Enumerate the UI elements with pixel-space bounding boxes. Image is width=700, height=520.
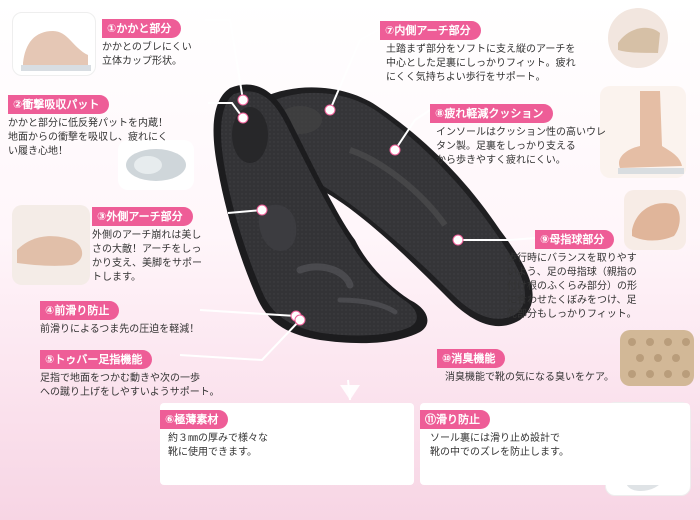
foot-photo bbox=[600, 86, 686, 178]
feature-title-7: ⑦内側アーチ部分 bbox=[380, 21, 481, 40]
feature-title-2: ②衝撃吸収パット bbox=[8, 95, 110, 114]
feature-text-2-line-3: い履き心地！ bbox=[8, 146, 68, 157]
feature-text-9-line-3: 付け根のふくらみ部分）の形 bbox=[507, 281, 637, 292]
feature-text-3-line-2: さの大敵！アーチをしっ bbox=[92, 244, 202, 255]
feature-text-3-line-4: トします。 bbox=[92, 272, 141, 283]
deodorant-texture-photo bbox=[620, 330, 694, 386]
feature-text-9-line-2: いよう、足の母指球（親指の bbox=[507, 267, 637, 278]
heel-photo bbox=[12, 12, 96, 76]
feature-text-1-line-2: 立体カップ形状。 bbox=[102, 56, 182, 67]
feature-title-8: ⑧疲れ軽減クッション bbox=[430, 104, 554, 123]
feature-text-3-line-1: 外側のアーチ崩れは美し bbox=[92, 230, 202, 241]
feature-text-6-line-2: 靴に使用できます。 bbox=[168, 447, 257, 458]
feature-text-10-line-1: 消臭機能で靴の気になる臭いをケア。 bbox=[445, 372, 614, 383]
feature-text-8-line-1: インソールはクッション性の高いウレ bbox=[436, 127, 606, 138]
feature-text-8-line-2: タン製。足裏をしっかり支える bbox=[436, 141, 576, 152]
ball-of-foot-photo bbox=[624, 190, 686, 250]
feature-text-9-line-1: 歩行時にバランスを取りやす bbox=[507, 253, 637, 264]
feature-text-2-line-2: 地面からの衝撃を吸収し、疲れにく bbox=[8, 132, 168, 143]
feature-text-5-line-2: への蹴り上げをしやすいようサポート。 bbox=[40, 387, 220, 398]
inner-arch-photo bbox=[608, 8, 668, 68]
arch-photo bbox=[12, 205, 90, 285]
feature-text-8-line-3: から歩きやすく疲れにくい。 bbox=[436, 155, 566, 166]
feature-title-1: ①かかと部分 bbox=[102, 19, 182, 38]
feature-title-11: ⑪滑り防止 bbox=[420, 410, 490, 429]
feature-text-11-line-2: 靴の中でのズレを防止します。 bbox=[430, 447, 569, 458]
feature-title-4: ④前滑り防止 bbox=[40, 301, 120, 320]
feature-title-9: ⑨母指球部分 bbox=[535, 230, 615, 249]
feature-title-5: ⑤トゥバー足指機能 bbox=[40, 350, 153, 369]
feature-text-3-line-3: かり支え、美脚をサポー bbox=[92, 258, 202, 269]
feature-text-9-line-5: 先部分もしっかりフィット。 bbox=[507, 309, 637, 320]
feature-text-4-line-1: 前滑りによるつま先の圧迫を軽減！ bbox=[40, 324, 200, 335]
feature-text-7-line-2: 中心とした足裏にしっかりフィット。疲れ bbox=[386, 58, 576, 69]
feature-title-10: ⑩消臭機能 bbox=[437, 349, 506, 368]
feature-title-6: ⑥極薄素材 bbox=[160, 410, 229, 429]
shock-pad-photo bbox=[118, 140, 194, 190]
feature-text-11-line-1: ソール裏には滑り止め設計で bbox=[430, 433, 560, 444]
feature-title-3: ③外側アーチ部分 bbox=[92, 207, 193, 226]
feature-text-9-line-4: に合わせたくぼみをつけ、足 bbox=[507, 295, 637, 306]
feature-text-6-line-1: 約３㎜の厚みで様々な bbox=[168, 433, 268, 444]
feature-text-5-line-1: 足指で地面をつかむ動きや次の一歩 bbox=[40, 373, 200, 384]
feature-text-2-line-1: かかと部分に低反発パットを内蔵！ bbox=[8, 118, 168, 129]
feature-text-1-line-1: かかとのブレにくい bbox=[102, 42, 192, 53]
feature-text-7-line-1: 土踏まず部分をソフトに支え縦のアーチを bbox=[386, 44, 576, 55]
feature-text-7-line-3: にくく気持ちよい歩行をサポート。 bbox=[386, 72, 546, 83]
